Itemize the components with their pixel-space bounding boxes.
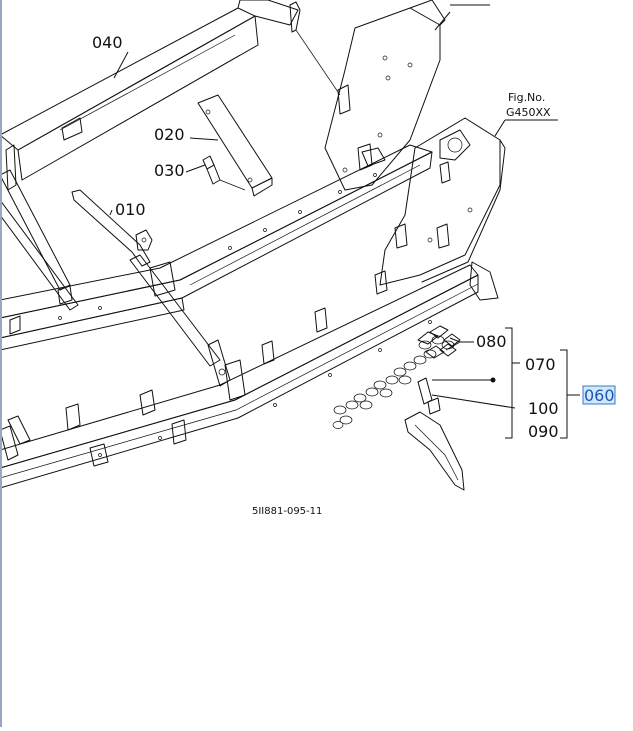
tooth-090	[404, 411, 465, 491]
chain-detail-080	[417, 325, 461, 359]
callout-100[interactable]: 100	[528, 399, 559, 418]
left-frame-members	[0, 169, 221, 367]
plate-020	[197, 94, 273, 197]
callout-080[interactable]: 080	[476, 332, 507, 351]
bolt-030	[202, 155, 246, 191]
upper-bolt	[289, 1, 351, 115]
pin-100	[417, 377, 441, 415]
callout-070[interactable]: 070	[525, 355, 556, 374]
figure-reference: Fig.No. G450XX 5II881-095-11	[252, 91, 551, 517]
right-upright-plate	[324, 0, 446, 191]
callout-060[interactable]: 060	[584, 386, 615, 405]
callout-020[interactable]: 020	[154, 125, 185, 144]
callout-labels: 040 020 030 010 080 070 100 090 060	[92, 33, 616, 441]
callout-030[interactable]: 030	[154, 161, 185, 180]
callout-040[interactable]: 040	[92, 33, 123, 52]
callout-060-highlight	[582, 385, 616, 405]
drawing-code: 5II881-095-11	[252, 506, 322, 517]
upper-rail-040	[0, 0, 299, 191]
chain-assembly-070	[332, 325, 461, 429]
fig-label: Fig.No.	[508, 91, 545, 104]
right-side-frame	[379, 117, 506, 301]
leader-lines	[109, 4, 580, 439]
callout-090[interactable]: 090	[528, 422, 559, 441]
chain-link	[332, 335, 455, 429]
main-rail	[0, 144, 433, 351]
bracket-010	[71, 189, 153, 267]
vertical-post	[207, 339, 231, 387]
fig-number: G450XX	[506, 106, 551, 119]
callout-010[interactable]: 010	[115, 200, 146, 219]
rail-tabs	[0, 270, 388, 467]
viewer-border	[0, 0, 2, 727]
